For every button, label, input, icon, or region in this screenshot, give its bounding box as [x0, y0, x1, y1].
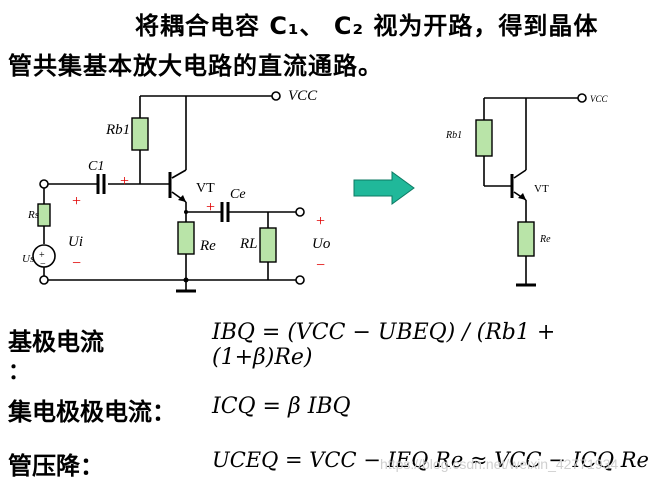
- rb1-label-dc: Rb1: [445, 130, 462, 141]
- ui-plus: +: [72, 193, 81, 210]
- collector-current-label: 集电极极电流：: [8, 398, 176, 426]
- arrow-icon: [353, 171, 415, 205]
- rb1-label: Rb1: [105, 122, 130, 138]
- svg-text:+: +: [39, 250, 45, 261]
- intro-line-1: 将耦合电容 C₁、 C₂ 视为开路，得到晶体: [135, 12, 599, 40]
- rl-label: RL: [239, 236, 258, 252]
- ui-minus: −: [72, 255, 81, 272]
- vcc-label-dc: VCC: [590, 94, 609, 104]
- rb1-resistor-dc: [475, 119, 493, 157]
- uceq-formula: UCEQ = VCC − IEQ Re ≈ VCC − ICQ Re: [212, 448, 649, 472]
- voltage-drop-label: 管压降：: [8, 452, 104, 480]
- re-resistor-dc: [517, 221, 535, 257]
- rl-resistor: [259, 227, 277, 263]
- c1-plus: +: [120, 173, 129, 190]
- base-current-colon: ：: [8, 360, 31, 385]
- uo-minus: −: [316, 257, 325, 274]
- rb1-resistor: [131, 117, 149, 151]
- svg-text:−: −: [40, 259, 46, 270]
- vt-label-dc: VT: [534, 183, 549, 195]
- us-label: Us: [22, 253, 34, 265]
- uo-label: Uo: [312, 236, 331, 252]
- icq-formula: ICQ = β IBQ: [212, 394, 351, 419]
- vcc-label: VCC: [288, 88, 318, 104]
- ce-label: Ce: [230, 187, 246, 202]
- ce-plus: +: [206, 199, 215, 216]
- uo-plus: +: [316, 213, 325, 230]
- ibq-formula: IBQ = (VCC − UBEQ) / (Rb1 + (1+β)Re): [212, 320, 556, 370]
- re-label-dc: Re: [539, 234, 551, 245]
- re-label: Re: [199, 238, 216, 254]
- c1-label: C1: [88, 159, 104, 174]
- watermark: https://blog.csdn.net/weixin_42771934: [380, 456, 619, 472]
- rs-resistor: [37, 203, 51, 227]
- base-current-label: 基极电流: [8, 328, 104, 356]
- rs-label: Rs: [27, 209, 39, 221]
- vt-label: VT: [196, 181, 215, 196]
- re-resistor: [177, 221, 195, 255]
- ui-label: Ui: [68, 234, 83, 250]
- intro-line-2: 管共集基本放大电路的直流通路。: [8, 52, 383, 80]
